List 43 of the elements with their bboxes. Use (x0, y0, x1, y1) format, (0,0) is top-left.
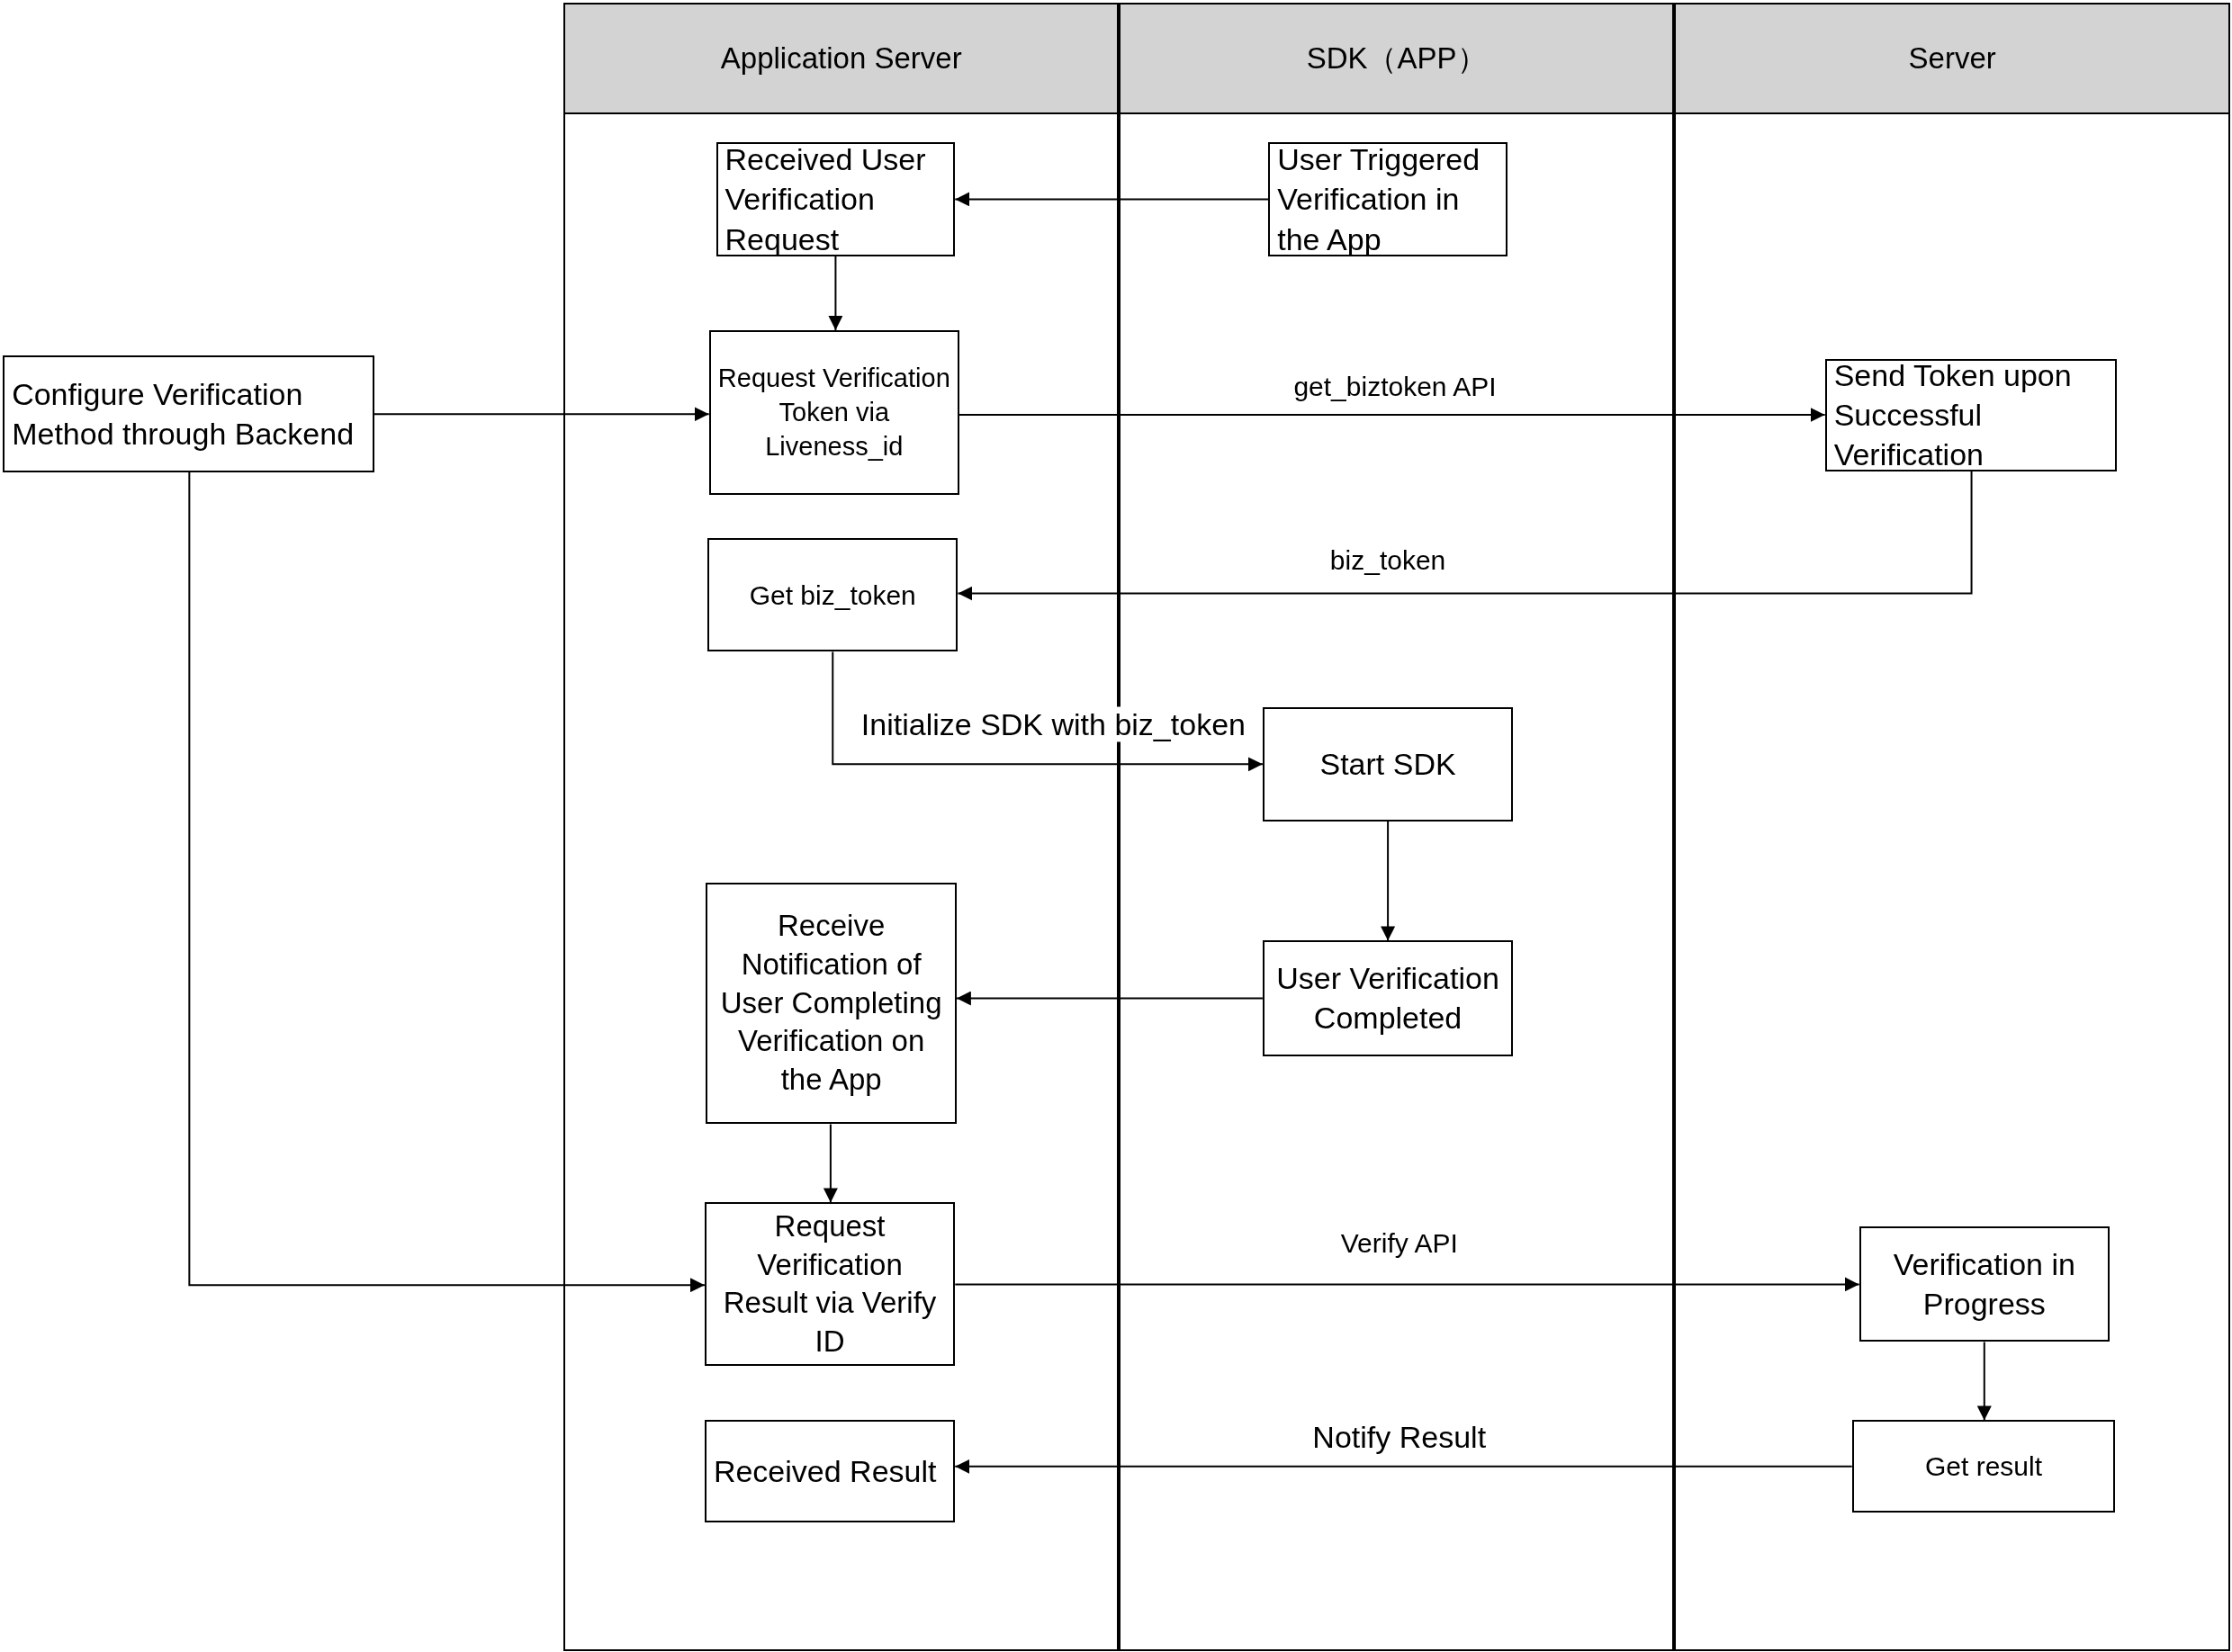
arrow (828, 255, 843, 331)
box-text: Verification in Progress (1892, 1246, 2076, 1324)
lane-header: SDK（APP） (1120, 4, 1672, 115)
process-box (707, 537, 958, 652)
process-box (1858, 1226, 2110, 1342)
box-text: User Triggered Verification in the App (1276, 141, 1481, 258)
box-text: Received Result (712, 1453, 938, 1491)
arrow (1381, 820, 1396, 942)
box-text: Start SDK (1318, 746, 1457, 784)
process-box (1824, 358, 2117, 471)
box-text: Get result (1923, 1450, 2044, 1484)
arrow (373, 407, 710, 422)
process-box (706, 882, 957, 1125)
process-box (704, 1202, 956, 1367)
box-text: Request Verification Token via Liveness_id (716, 363, 951, 462)
box-text: Send Token upon Successful Verification (1832, 356, 2073, 474)
process-box (1851, 1420, 2116, 1513)
box-text: Configure Verification Method through Backend (11, 376, 356, 453)
swimlane (1674, 3, 2231, 1651)
arrow (823, 1123, 838, 1204)
process-box (716, 142, 956, 256)
arrow (188, 471, 706, 1293)
box-text: User Verification Completed (1275, 960, 1500, 1037)
lane-header: Server (1676, 4, 2229, 115)
process-box (708, 329, 959, 496)
arrow (954, 1277, 1860, 1292)
box-text: Received User Verification Request (724, 141, 927, 258)
box-text: Get biz_token (748, 579, 917, 612)
arrow (954, 1459, 1853, 1474)
arrow (832, 651, 1264, 772)
process-box (1262, 707, 1514, 822)
arrow (958, 408, 1826, 423)
arrow (1976, 1341, 1992, 1422)
lane-header: Application Server (565, 4, 1118, 115)
process-box (704, 1420, 956, 1523)
box-text: Receive Notification of User Completing Verification on the App (719, 907, 943, 1099)
arrow (955, 991, 1264, 1006)
arrow (957, 470, 1973, 601)
process-box (1268, 142, 1508, 256)
process-box (1262, 940, 1514, 1056)
box-text: Request Verification Result via Verify ID (722, 1208, 938, 1360)
arrow (954, 192, 1270, 207)
process-box (3, 355, 374, 473)
